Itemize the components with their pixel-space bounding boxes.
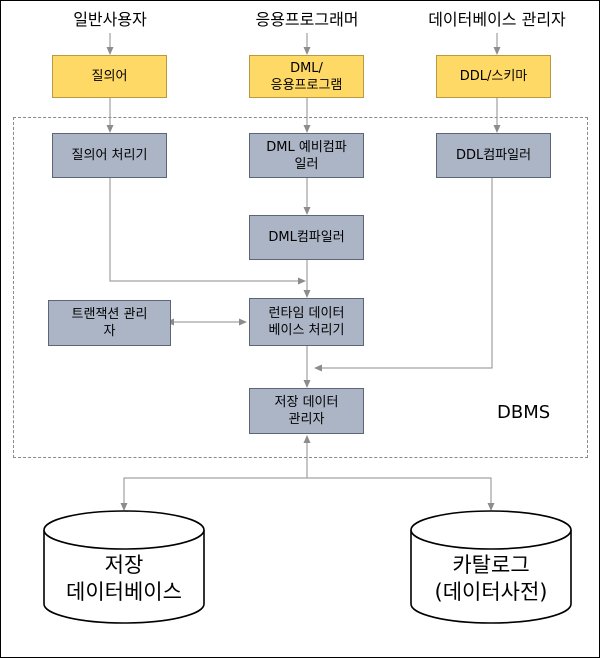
stored-db-label: 저장 데이터베이스 — [66, 553, 182, 604]
query-language-box: 질의어 — [52, 55, 167, 98]
transaction-manager-box: 트랜잭션 관리 자 — [48, 300, 171, 346]
dml-compiler-box: DML컴파일러 — [249, 215, 364, 260]
arrow-query-runtime — [109, 178, 306, 285]
stored-db-top — [43, 510, 205, 550]
storage-manager-box: 저장 데이터 관리자 — [249, 388, 364, 434]
arrow-storage-catalog — [307, 477, 495, 511]
stored-db-cylinder — [43, 530, 205, 624]
catalog-cylinder — [410, 530, 572, 624]
runtime-processor-box: 런타임 데이터 베이스 처리기 — [249, 298, 364, 346]
ddl-compiler-box: DDL컴파일러 — [436, 133, 551, 178]
arrow-ddl-storage — [314, 178, 493, 372]
catalog-label: 카탈로그 (데이터사전) — [434, 553, 548, 604]
dbms-label: DBMS — [497, 402, 551, 423]
arrow-storage-stored-db — [120, 477, 307, 511]
dml-precompiler-box: DML 예비컴파 일러 — [249, 133, 364, 178]
catalog-top — [410, 510, 572, 550]
actor-app-programmer: 응용프로그래머 — [255, 10, 359, 29]
actor-dba: 데이터베이스 관리자 — [428, 10, 566, 29]
actor-general-user: 일반사용자 — [73, 10, 147, 29]
query-processor-box: 질의어 처리기 — [52, 133, 167, 178]
ddl-schema-box: DDL/스키마 — [436, 55, 551, 98]
dbms-boundary — [13, 117, 588, 458]
dml-app-box: DML/ 응용프로그램 — [249, 55, 364, 98]
